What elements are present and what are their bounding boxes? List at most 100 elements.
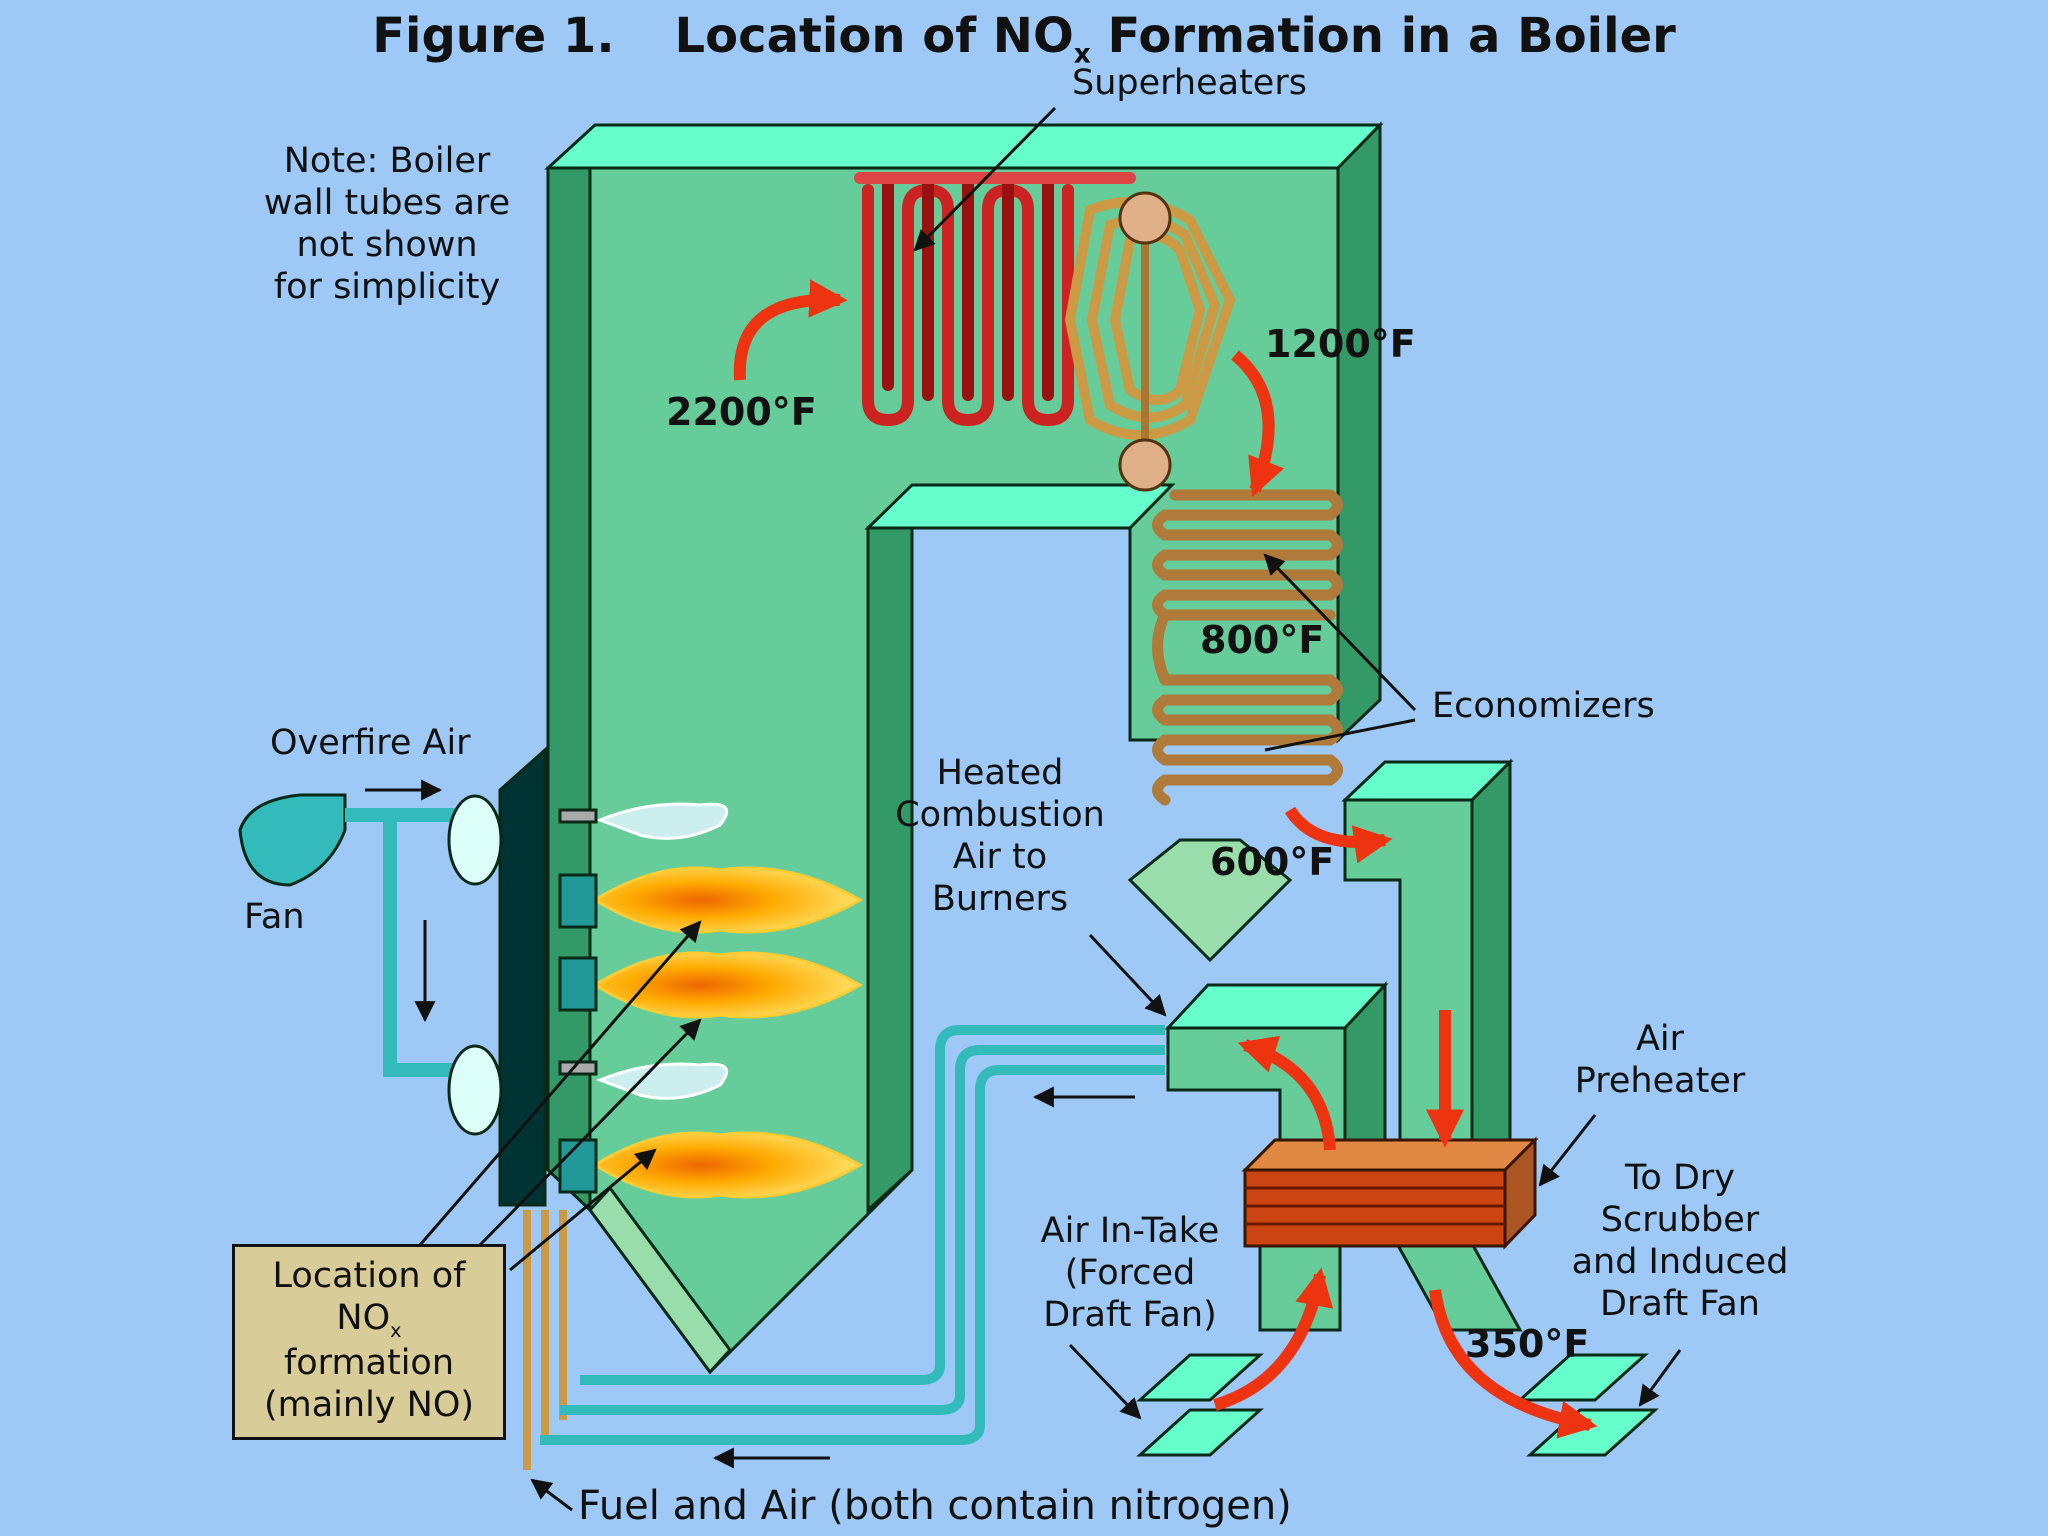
fuel-lines	[523, 1210, 567, 1470]
nox-box-line: (mainly NO)	[263, 1385, 475, 1426]
air-preheater-line: Air	[1635, 1019, 1685, 1059]
overfire-nozzle	[558, 808, 598, 824]
intake-mouth-lower	[1136, 1408, 1264, 1457]
nox-box-line: Location of	[272, 1256, 466, 1296]
fan-icon	[238, 793, 347, 887]
heated-air-line: Air to	[952, 837, 1048, 877]
superheater-loop	[882, 172, 1054, 401]
intake-mouth	[1136, 1353, 1264, 1402]
overfire-air-system	[238, 793, 503, 1136]
furnace-right-side	[1336, 121, 1382, 744]
nox-box-line: NOx	[235, 1297, 503, 1342]
heated-air-line: Combustion	[895, 795, 1105, 835]
header-drum-top	[1118, 191, 1172, 245]
flame	[592, 951, 864, 1019]
preheater-side	[1503, 1136, 1537, 1250]
divider-top	[864, 483, 1176, 530]
label-overfire-air: Overfire Air	[270, 723, 471, 763]
nox-location-box: Location of NOx formation (mainly NO)	[232, 1244, 506, 1440]
note-line: Note: Boiler	[283, 141, 491, 181]
leader-nox	[418, 920, 702, 1246]
heated-air-duct	[540, 1065, 1165, 1445]
figure-number: Figure 1.	[372, 8, 615, 64]
leader-heated-air	[1088, 933, 1167, 1017]
divider-side	[866, 526, 914, 1214]
nox-subscript: x	[390, 1319, 402, 1342]
leader-nox	[478, 1018, 702, 1247]
temp-600: 600°F	[1210, 840, 1335, 884]
dry-scrubber-line: Draft Fan	[1600, 1284, 1760, 1324]
dry-scrubber-line: To Dry	[1624, 1158, 1736, 1198]
intake-leg	[1258, 1238, 1342, 1332]
leader-economizers	[1264, 718, 1416, 752]
flue-arrow	[1231, 350, 1285, 498]
nox-base: NO	[336, 1298, 391, 1338]
heated-air-ducts	[540, 1025, 1165, 1445]
leader-superheaters	[913, 106, 1057, 252]
heated-air-duct	[580, 1025, 1165, 1385]
label-fuel-and-air: Fuel and Air (both contain nitrogen)	[578, 1483, 1292, 1529]
label-air-preheater: Air Preheater	[1540, 1018, 1780, 1102]
preheater-top	[1241, 1138, 1539, 1172]
flue-arrow	[1429, 1289, 1598, 1439]
leader-lines	[365, 106, 1682, 1512]
flue-gas-arrows	[733, 279, 1598, 1439]
flue-arrow	[1284, 806, 1393, 864]
economizer-coil	[1152, 674, 1343, 806]
superheaters-red	[854, 172, 1136, 427]
air-intake-line: (Forced	[1064, 1253, 1196, 1293]
leader-nox	[509, 1148, 657, 1272]
label-economizers: Economizers	[1432, 686, 1655, 726]
superheater-loop	[862, 183, 1074, 427]
note: Note: Boiler wall tubes are not shown fo…	[262, 140, 512, 308]
title-text-before: Location of NO	[674, 8, 1074, 64]
outlet-leg	[1392, 1238, 1523, 1332]
label-fan: Fan	[244, 897, 305, 937]
note-line: for simplicity	[273, 267, 501, 307]
windbox	[498, 746, 547, 1207]
air-intake-line: Air In-Take	[1040, 1211, 1220, 1251]
burner	[558, 1138, 598, 1194]
label-superheaters: Superheaters	[1072, 63, 1307, 103]
flue-duct-side	[1470, 758, 1512, 1142]
header-drum-bottom	[1118, 438, 1172, 492]
air-preheater-line: Preheater	[1574, 1061, 1746, 1101]
air-intake-line: Draft Fan)	[1043, 1295, 1217, 1335]
note-line: wall tubes are	[263, 183, 511, 223]
figure-title: Figure 1. Location of NOx Formation in a …	[0, 8, 2048, 70]
flue-arrow	[1237, 1035, 1336, 1151]
temp-1200: 1200°F	[1265, 322, 1416, 366]
nox-box-line: formation	[283, 1343, 455, 1384]
heated-air-line: Burners	[931, 879, 1069, 919]
title-subscript: x	[1073, 38, 1091, 70]
leader-economizers	[1263, 553, 1417, 712]
temp-350: 350°F	[1465, 1322, 1590, 1366]
flames	[592, 802, 864, 1199]
burner	[558, 873, 598, 929]
furnace-top	[544, 123, 1384, 170]
flame	[592, 1131, 864, 1199]
air-preheater	[1241, 1136, 1539, 1250]
label-to-dry-scrubber: To Dry Scrubber and Induced Draft Fan	[1545, 1157, 1815, 1325]
preheater-front	[1243, 1168, 1507, 1248]
furnace-left-side	[546, 166, 592, 1214]
burner-front	[498, 746, 598, 1207]
economizer-link	[1152, 609, 1171, 686]
title-text-after: Formation in a Boiler	[1090, 8, 1676, 64]
outlet-mouth	[1516, 1353, 1649, 1402]
air-pipe	[345, 808, 465, 1077]
air-port	[447, 794, 503, 886]
temp-2200: 2200°F	[666, 390, 817, 434]
leader-scrubber	[1638, 1349, 1682, 1407]
dry-scrubber-line: and Induced	[1571, 1242, 1789, 1282]
leader-intake	[1068, 1343, 1142, 1420]
temp-800: 800°F	[1200, 618, 1325, 662]
economizer-hopper	[1127, 838, 1293, 963]
label-air-intake: Air In-Take (Forced Draft Fan)	[1010, 1210, 1250, 1336]
heated-air-duct	[560, 1045, 1165, 1415]
economizers	[1152, 489, 1343, 806]
burner	[558, 956, 598, 1012]
flue-arrow	[733, 279, 848, 381]
air-port	[447, 1044, 503, 1136]
